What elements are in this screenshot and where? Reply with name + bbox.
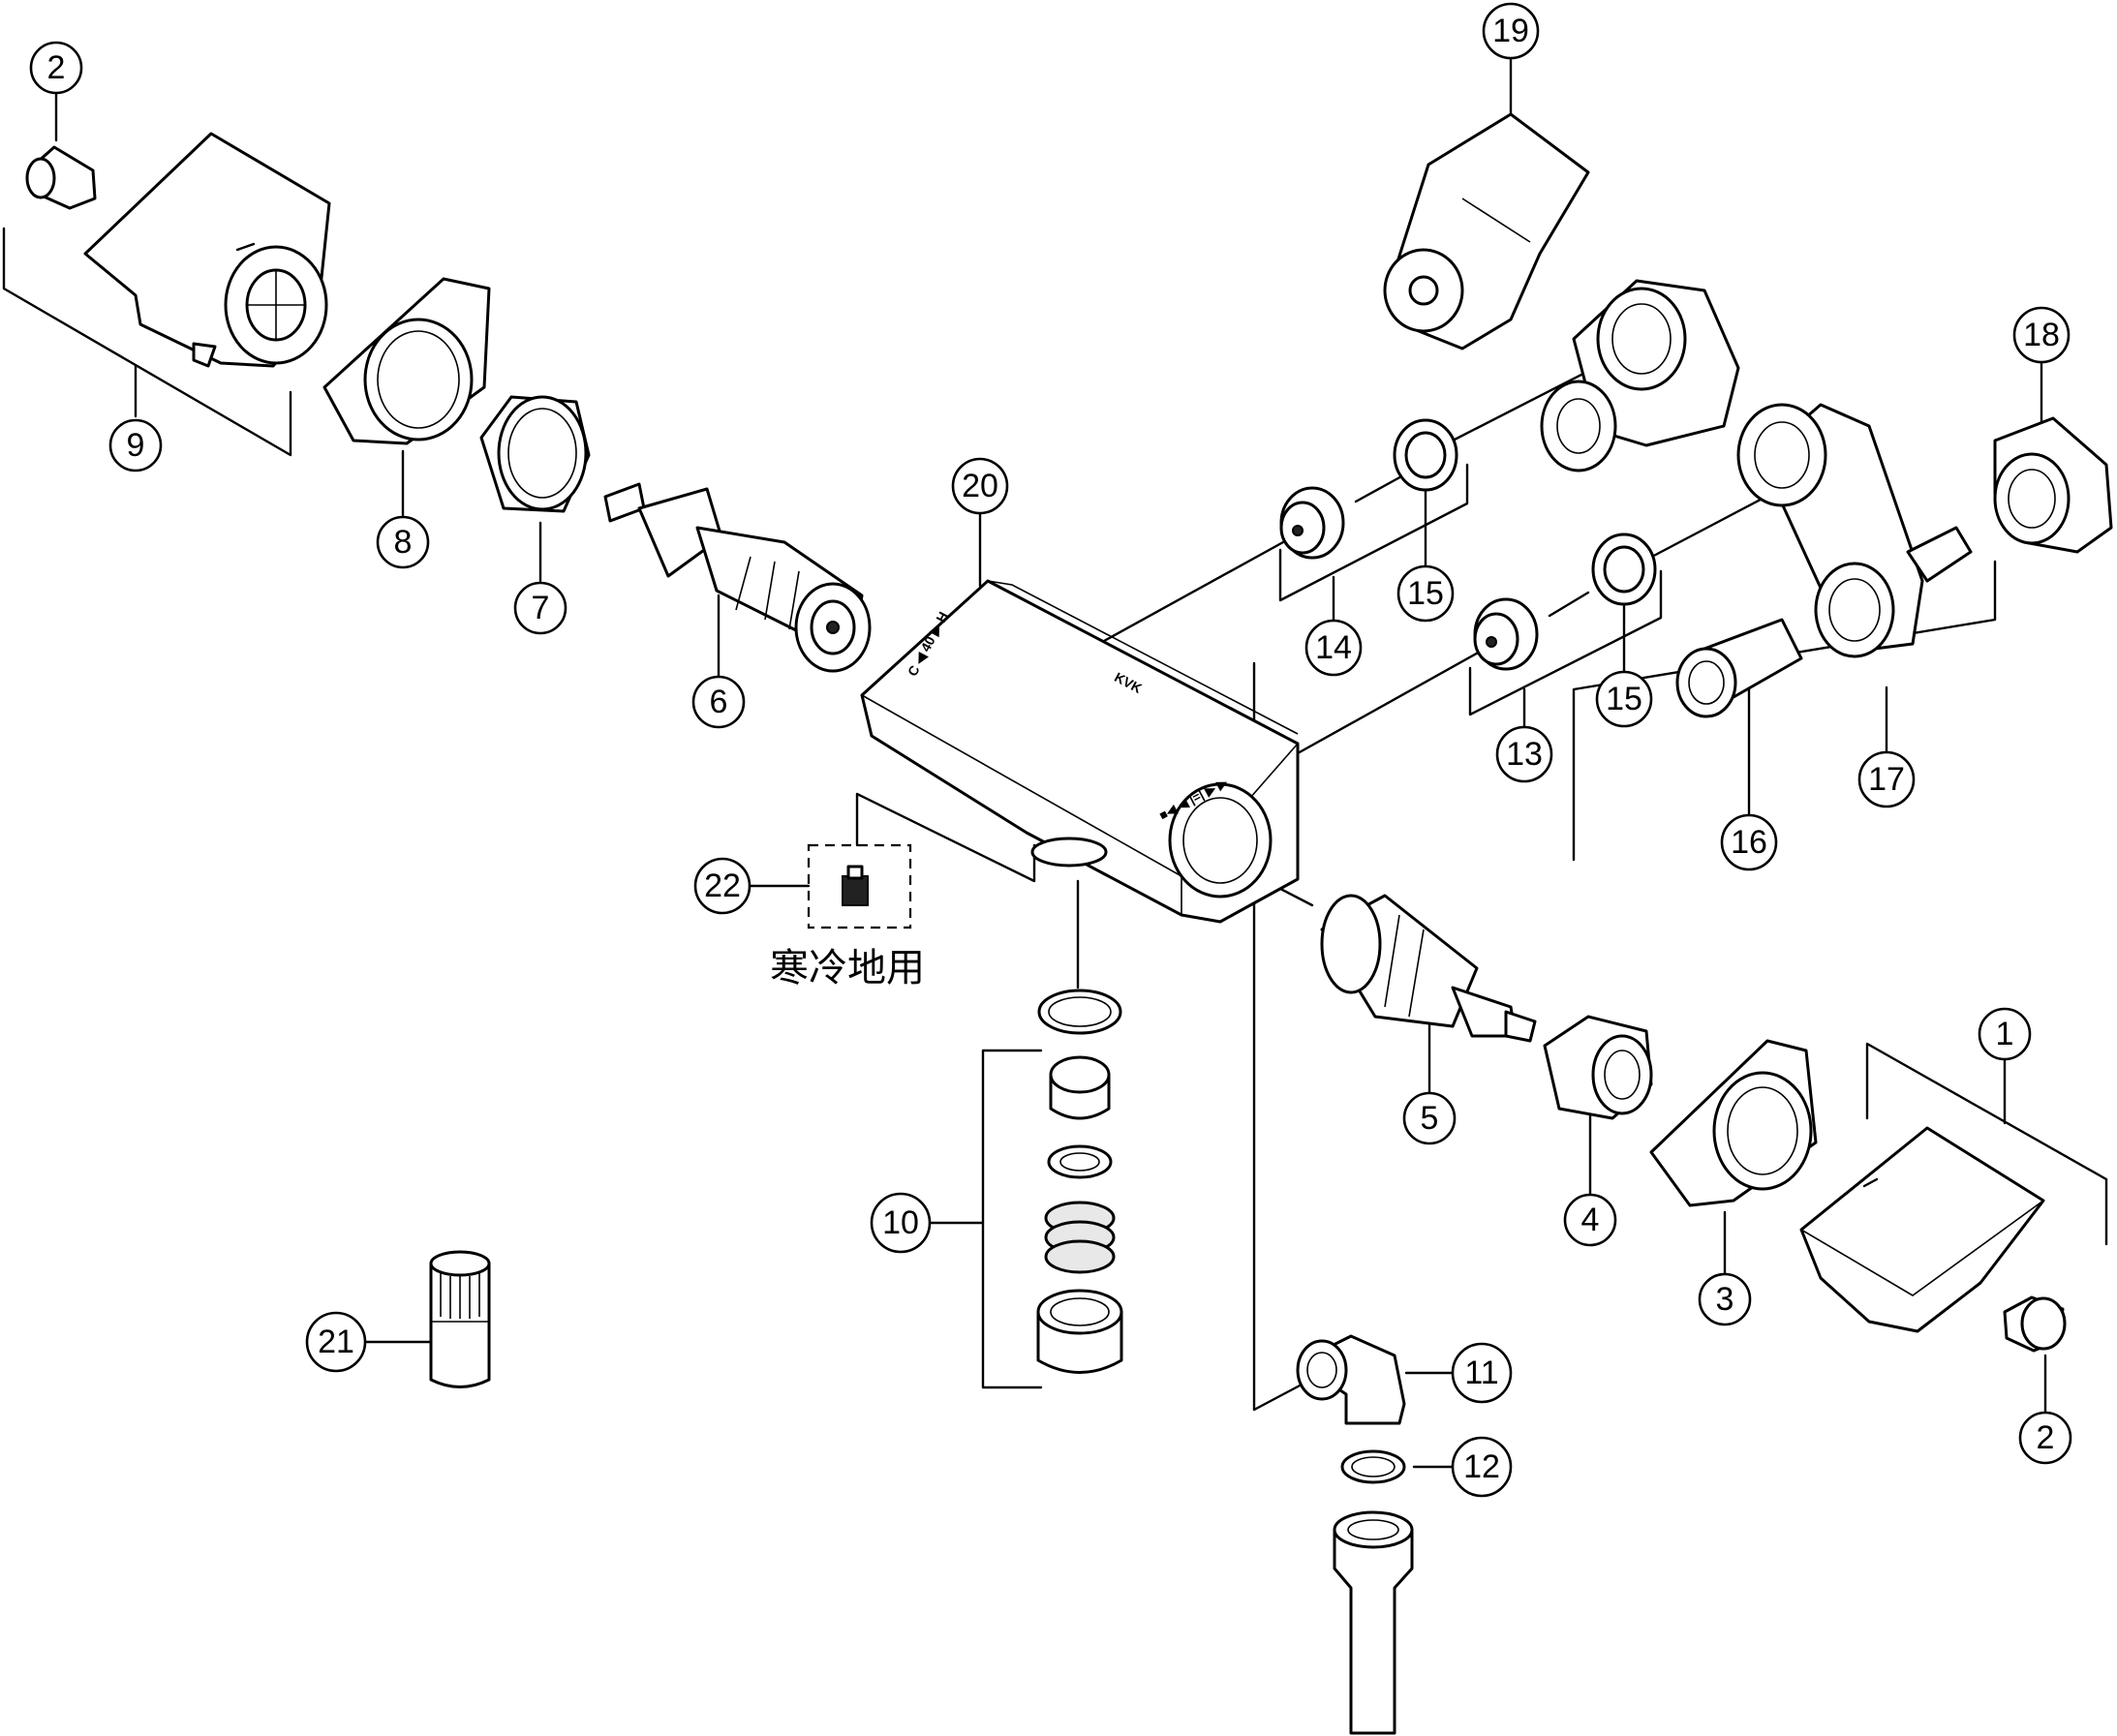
callout-label: 12 — [1463, 1448, 1500, 1485]
part-16-strainer — [1675, 618, 1803, 718]
callout-7: 7 — [513, 581, 568, 635]
callout-19: 19 — [1482, 2, 1540, 60]
callout-label: 18 — [2023, 317, 2060, 353]
callout-label: 15 — [1606, 681, 1642, 717]
callout-label: 3 — [1716, 1281, 1734, 1318]
callout-label: 1 — [1996, 1016, 2014, 1052]
part-22-drain-plug — [807, 843, 912, 929]
part-12-gasket — [1340, 1449, 1406, 1484]
part-13-check-valve — [1473, 597, 1539, 671]
callout-label: 20 — [962, 468, 998, 504]
callout-2-bottom: 2 — [2018, 1411, 2072, 1465]
part-9-handle-left — [83, 132, 331, 368]
callout-9: 9 — [108, 418, 163, 472]
part-5-flow-cartridge — [1320, 894, 1537, 1043]
callout-20: 20 — [951, 457, 1009, 515]
shower-hose — [1333, 1510, 1414, 1735]
part-1-handle-right — [1799, 1126, 2045, 1333]
callout-label: 2 — [47, 49, 66, 86]
callout-label: 16 — [1731, 824, 1767, 861]
part-15-gasket-lower — [1591, 533, 1657, 606]
part-18-escutcheon — [1993, 416, 2113, 554]
callout-label: 15 — [1407, 575, 1444, 612]
callout-18: 18 — [2012, 306, 2071, 364]
callout-label: 17 — [1868, 761, 1905, 798]
part-11-elbow — [1296, 1334, 1406, 1425]
callout-14: 14 — [1304, 619, 1363, 677]
callout-label: 13 — [1506, 736, 1543, 773]
part-4-union-nut — [1543, 1015, 1653, 1120]
part-14-check-valve — [1279, 486, 1345, 560]
callout-label: 8 — [394, 524, 413, 561]
callout-12: 12 — [1451, 1436, 1513, 1498]
part-6-thermo-cartridge — [603, 482, 872, 673]
callout-8: 8 — [376, 515, 430, 569]
callout-21: 21 — [305, 1311, 367, 1373]
callout-16: 16 — [1720, 813, 1778, 871]
part-3-cover-ring-right — [1649, 1039, 1818, 1207]
callout-6: 6 — [691, 675, 746, 729]
callout-11: 11 — [1451, 1342, 1513, 1404]
callout-label: 7 — [532, 590, 550, 626]
part-15-gasket-upper — [1393, 418, 1458, 492]
part-7-nut — [479, 395, 591, 513]
cold-region-note: 寒冷地用 — [770, 946, 925, 990]
callout-label: 10 — [882, 1204, 919, 1241]
callout-label: 2 — [2037, 1419, 2055, 1456]
callout-13: 13 — [1495, 725, 1553, 783]
part-2-cap-right — [2003, 1295, 2067, 1353]
part-20-main-body: C ◀ 40 ▶ H ■◀ ◀ |=| ▶ ▶ KVK — [860, 579, 1300, 924]
callout-17: 17 — [1857, 750, 1916, 808]
callout-label: 9 — [127, 427, 145, 464]
callout-1: 1 — [1978, 1007, 2032, 1061]
part-17-elbow-lower — [1736, 403, 1973, 658]
part-21-key-tool — [429, 1250, 491, 1388]
callout-4: 4 — [1563, 1193, 1617, 1247]
callout-label: 19 — [1492, 13, 1529, 49]
callout-label: 14 — [1315, 629, 1352, 666]
callout-2-top: 2 — [29, 41, 83, 95]
callout-label: 22 — [704, 868, 741, 904]
callout-label: 21 — [318, 1324, 354, 1360]
callout-15-lower: 15 — [1595, 670, 1653, 728]
part-8-cover-ring — [322, 277, 491, 445]
callout-label: 6 — [710, 684, 728, 720]
callout-label: 5 — [1421, 1100, 1439, 1137]
callout-10: 10 — [870, 1192, 932, 1254]
callout-label: 11 — [1464, 1355, 1498, 1391]
callout-5: 5 — [1402, 1091, 1457, 1145]
callout-15-upper: 15 — [1396, 564, 1455, 623]
part-17-elbow-upper — [1540, 279, 1740, 472]
part-2-cap-left — [25, 145, 97, 210]
callout-3: 3 — [1698, 1272, 1752, 1326]
part-19-shower-hook — [1383, 112, 1590, 350]
callout-22: 22 — [693, 857, 752, 915]
part-10-aerator-set — [1036, 989, 1123, 1374]
callout-label: 4 — [1581, 1202, 1600, 1238]
